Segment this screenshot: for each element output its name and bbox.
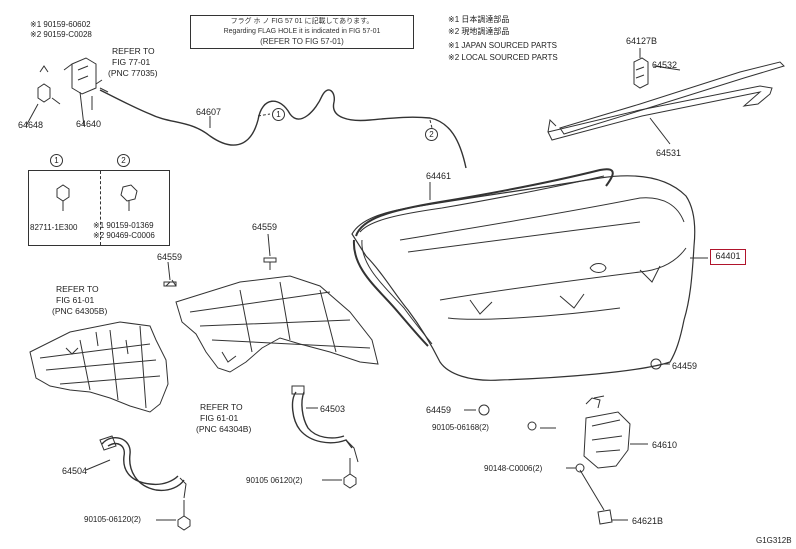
bolt-90105-06120-left-label: 90105-06120(2) (84, 515, 141, 524)
callout-detail-inset (28, 170, 170, 246)
bolt-90105-06168-label: 90105-06168(2) (432, 423, 489, 432)
refer-fig-61-mid-line2: FIG 61-01 (200, 413, 239, 423)
note-line-japanese: フラグ ホ ノ FIG 57 01 に記載してあります。 (230, 18, 374, 25)
refer-fig-61-mid-line3: (PNC 64304B) (196, 424, 252, 434)
inset-parts-drawing (56, 184, 138, 211)
refer-fig-61-left-line3: (PNC 64305B) (52, 306, 108, 316)
part-64459-upper-label: 64459 (672, 361, 698, 371)
part-64610-label: 64610 (652, 440, 678, 450)
cable-64607-drawing (99, 89, 467, 169)
bolt-90105-06168-drawing (527, 421, 537, 431)
bracket-64127B-drawing (633, 57, 649, 89)
weatherstrip-64461-drawing (352, 168, 614, 347)
refer-fig-77-line2: FIG 77-01 (112, 57, 151, 67)
part-64559-left-label: 64559 (157, 252, 183, 262)
body-panel-left-drawing (29, 321, 169, 413)
part-64461-label: 64461 (426, 171, 452, 181)
part-64459-lower-label: 64459 (426, 405, 452, 415)
inset-callout-1: 1 (50, 154, 63, 167)
note-line-english: Regarding FLAG HOLE it is indicated in F… (223, 28, 381, 35)
figure-code: G1G312B (756, 536, 792, 545)
lock-64610-drawing (583, 411, 631, 469)
part-64531-label: 64531 (656, 148, 682, 158)
body-panel-center-drawing (175, 275, 379, 373)
part-64504-label: 64504 (62, 466, 88, 476)
hinge-64503-drawing (291, 391, 353, 449)
stopper-64459-upper-drawing (650, 358, 662, 370)
part-64127B-label: 64127B (626, 36, 658, 46)
bolt-90148-C0006-label: 90148-C0006(2) (484, 464, 543, 473)
callout-2: 2 (425, 128, 438, 141)
trunk-lid-64401-drawing (351, 175, 696, 381)
part-64503-label: 64503 (320, 404, 346, 414)
part-64607-label: 64607 (196, 107, 222, 117)
callout-1: 1 (272, 108, 285, 121)
legend-line-4: ※2 LOCAL SOURCED PARTS (448, 53, 558, 62)
flag-hole-note-box: フラグ ホ ノ FIG 57 01 に記載してあります。 Regarding F… (190, 15, 414, 49)
note-90159-C0028: ※2 90159-C0028 (30, 30, 92, 39)
legend-line-2: ※2 現地調達部品 (448, 27, 510, 36)
part-64648-label: 64648 (18, 120, 44, 130)
bolt-90105-06120-mid-drawing (343, 458, 357, 489)
bolt-90105-06120-mid-label: 90105 06120(2) (246, 476, 303, 485)
striker-64621B-drawing (579, 469, 613, 525)
refer-fig-61-left-line2: FIG 61-01 (56, 295, 95, 305)
refer-fig-61-left-line1: REFER TO (56, 284, 99, 294)
part-82711-1E300-label: 82711-1E300 (30, 223, 78, 232)
note-line-refer: (REFER TO FIG 57-01) (260, 37, 344, 46)
hinge-64504-drawing (101, 436, 185, 492)
part-64640-label: 64640 (76, 119, 102, 129)
refer-fig-77-line3: (PNC 77035) (108, 68, 158, 78)
part-90469-C0006-label: ※2 90469-C0006 (93, 231, 155, 240)
legend-line-1: ※1 日本調達部品 (448, 15, 510, 24)
part-64559-center-label: 64559 (252, 222, 278, 232)
legend-line-3: ※1 JAPAN SOURCED PARTS (448, 41, 557, 50)
bolt-90105-06120-left-drawing (177, 500, 191, 531)
connector-64640-drawing (63, 57, 97, 95)
part-90159-01369-label: ※1 90159-01369 (93, 221, 154, 230)
part-64401-highlight: 64401 (710, 249, 746, 265)
note-90159-60602: ※1 90159-60602 (30, 20, 91, 29)
refer-fig-77-line1: REFER TO (112, 46, 155, 56)
stopper-64459-lower-drawing (478, 404, 490, 416)
garnish-64531-drawing (547, 85, 773, 141)
garnish-64532-drawing (559, 61, 785, 135)
refer-fig-61-mid-line1: REFER TO (200, 402, 243, 412)
bolt-90148-C0006-drawing (575, 463, 585, 473)
part-64532-label: 64532 (652, 60, 678, 70)
inset-callout-2: 2 (117, 154, 130, 167)
clip-64648-drawing (37, 65, 51, 103)
part-64621B-label: 64621B (632, 516, 664, 526)
